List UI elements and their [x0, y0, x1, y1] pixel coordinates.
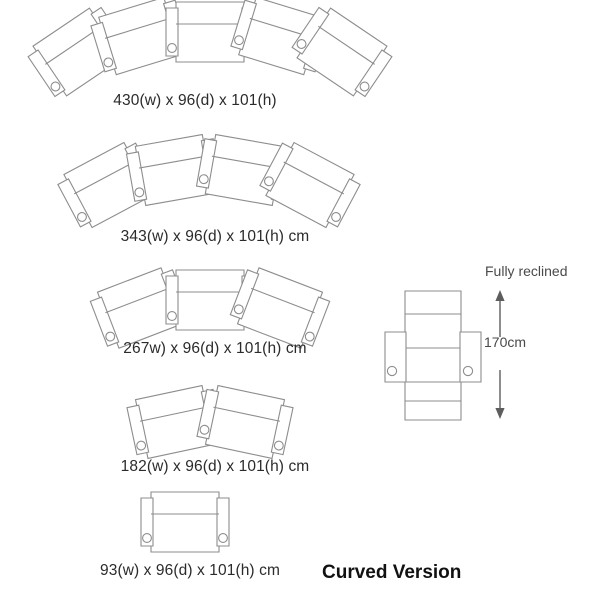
seat-module	[196, 384, 295, 461]
reclined-measurement-label: 170cm	[484, 334, 527, 350]
seat-module	[141, 492, 229, 552]
caption-two-seat: 182(w) x 96(d) x 101(h) cm	[120, 458, 310, 475]
seating-group-one-seat	[141, 492, 229, 552]
seat-module	[166, 270, 254, 330]
seat-module	[289, 3, 396, 102]
reclined-dimension-arrows	[495, 290, 505, 419]
caption-five-seat: 430(w) x 96(d) x 101(h)	[113, 92, 277, 109]
caption-one-seat: 93(w) x 96(d) x 101(h) cm	[100, 562, 280, 579]
seating-group-three-seat	[88, 264, 332, 352]
seating-group-four-seat	[55, 133, 363, 232]
page-title: Curved Version	[322, 562, 462, 583]
seat-module	[228, 264, 332, 352]
caption-four-seat: 343(w) x 96(d) x 101(h) cm	[120, 228, 310, 245]
seating-group-two-seat	[126, 384, 295, 461]
seating-group-five-seat	[25, 0, 396, 101]
reclined-chair-diagram	[385, 291, 481, 420]
seat-module	[257, 138, 363, 232]
fully-reclined-label: Fully reclined	[485, 263, 568, 279]
caption-three-seat: 267w) x 96(d) x 101(h) cm	[123, 340, 307, 357]
